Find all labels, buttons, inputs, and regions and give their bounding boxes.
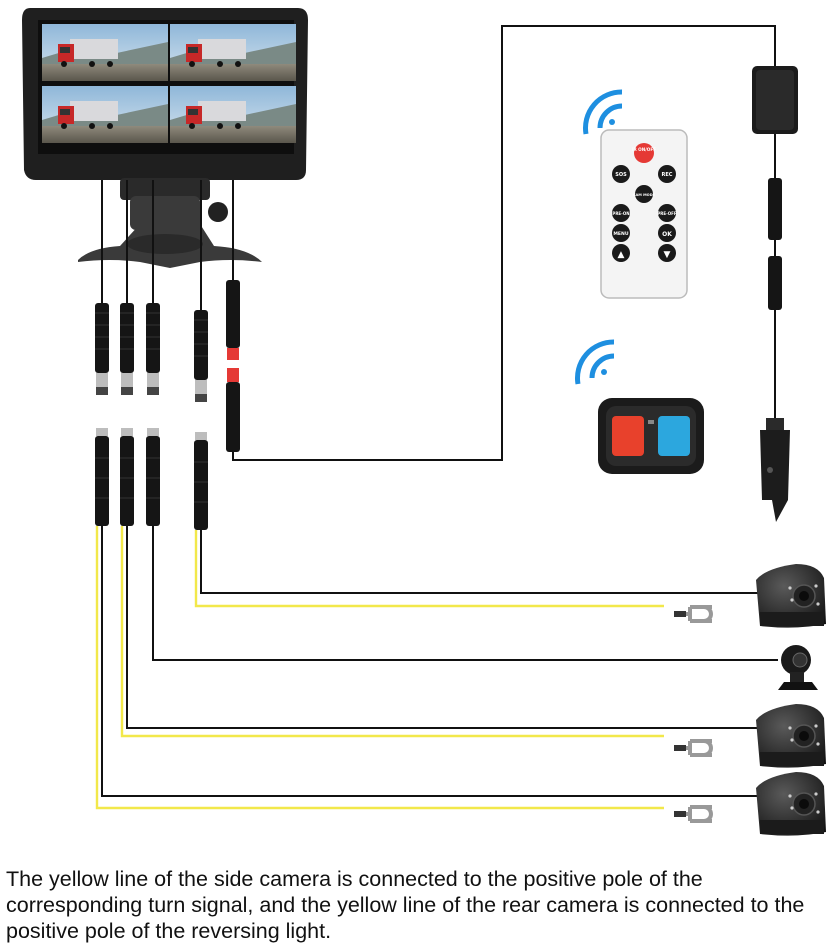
remote-sos-button[interactable]: SOS (612, 165, 630, 183)
remote-menu-button[interactable]: MENU (612, 224, 630, 242)
remote-pre-off-button[interactable]: PRE-OFF (657, 204, 677, 222)
power-adapter (752, 66, 798, 134)
aviation-connector-2 (119, 302, 135, 527)
svg-text:▲: ▲ (618, 250, 625, 260)
svg-text:SOS: SOS (615, 172, 627, 178)
aviation-connector-3 (145, 302, 161, 527)
svg-text:IR ON/OFF: IR ON/OFF (632, 147, 656, 152)
wiring-diagram: IR ON/OFF SOS REC CAM MODE PRE-ON PRE-OF… (22, 8, 827, 837)
screen-feed-3 (42, 86, 168, 143)
remote-down-button[interactable]: ▼ (658, 244, 676, 262)
fork-terminal-2 (672, 739, 714, 757)
remote-control: IR ON/OFF SOS REC CAM MODE PRE-ON PRE-OF… (600, 129, 688, 299)
remote-up-button[interactable]: ▲ (612, 244, 630, 262)
screen-feed-1 (42, 24, 168, 81)
remote-pre-on-button[interactable]: PRE-ON (612, 204, 630, 222)
fork-terminal-1 (672, 605, 714, 623)
fob-red-button[interactable] (612, 416, 644, 456)
screen-feed-2 (170, 24, 296, 81)
wifi-icon (575, 339, 615, 385)
svg-text:OK: OK (662, 231, 672, 238)
car-charger-plug (760, 418, 790, 522)
side-camera-2 (755, 703, 827, 769)
monitor-stand (78, 178, 262, 268)
svg-text:CAM MODE: CAM MODE (633, 193, 656, 197)
aviation-connector-4 (193, 309, 209, 531)
side-camera-3 (755, 771, 827, 837)
svg-text:REC: REC (662, 172, 673, 178)
remote-ok-button[interactable]: OK (658, 224, 676, 242)
remote-cam-mode-button[interactable]: CAM MODE (633, 185, 656, 203)
monitor (22, 8, 308, 180)
dash-camera (778, 645, 818, 690)
side-camera-1 (755, 563, 827, 629)
wireless-key-fob (598, 398, 704, 474)
remote-rec-button[interactable]: REC (658, 165, 676, 183)
svg-text:▼: ▼ (664, 250, 671, 260)
screen-feed-4 (170, 86, 296, 143)
svg-text:PRE-OFF: PRE-OFF (657, 211, 677, 216)
fob-blue-button[interactable] (658, 416, 690, 456)
svg-text:MENU: MENU (613, 231, 629, 237)
wifi-icon (583, 89, 623, 135)
remote-power-button[interactable]: IR ON/OFF (632, 143, 656, 163)
aviation-connector-1 (94, 302, 110, 527)
caption-text: The yellow line of the side camera is co… (6, 867, 805, 943)
svg-text:PRE-ON: PRE-ON (612, 211, 629, 216)
fork-terminal-3 (672, 805, 714, 823)
power-connector (226, 280, 240, 452)
